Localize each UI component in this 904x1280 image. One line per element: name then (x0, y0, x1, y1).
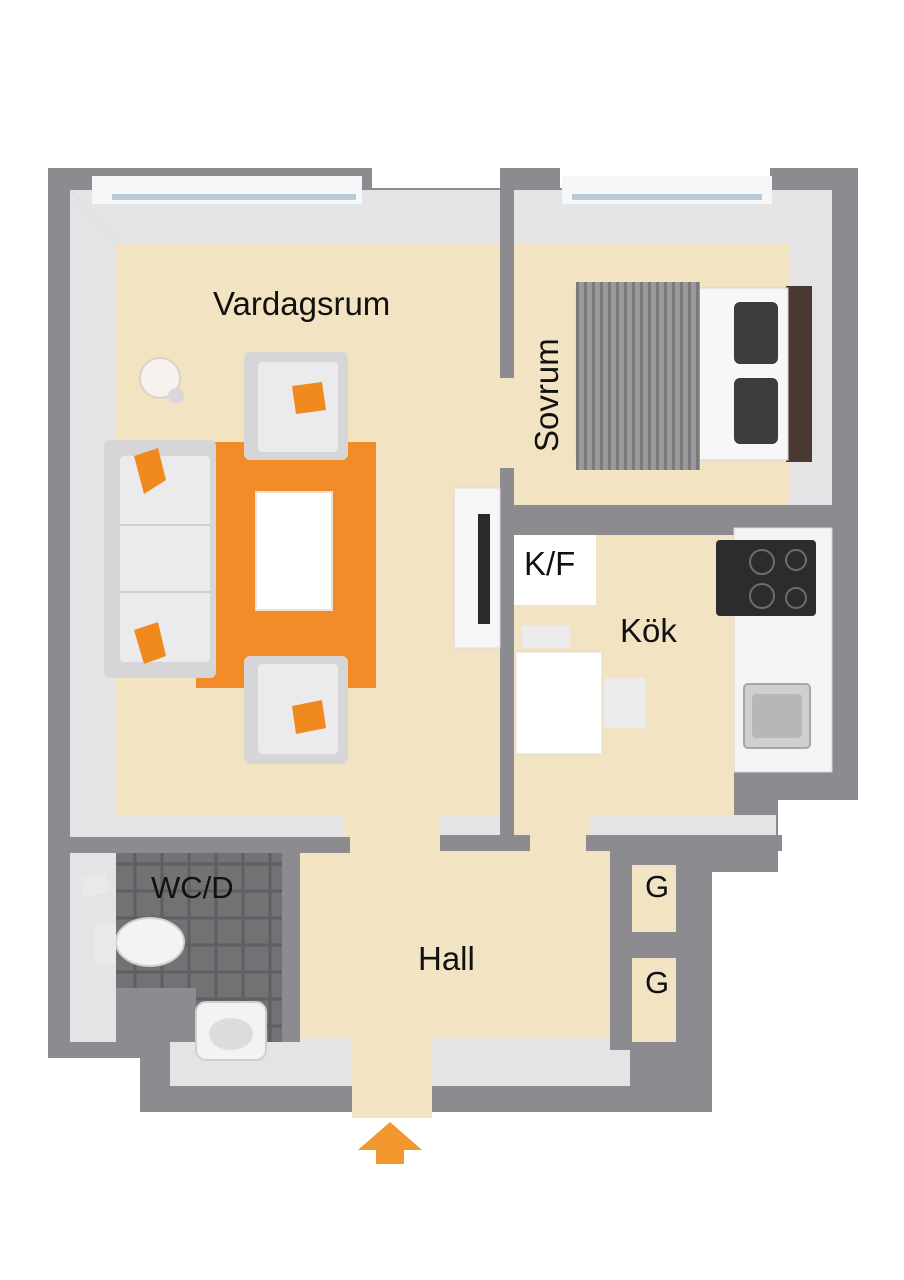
side-table (139, 357, 181, 399)
room-label-wcd: WC/D (151, 870, 234, 905)
chair (522, 626, 570, 648)
living-furniture (104, 352, 501, 764)
windows (92, 176, 772, 204)
g1-floor (632, 865, 676, 933)
duvet (576, 282, 700, 470)
tv (478, 514, 490, 624)
chair (604, 678, 646, 728)
pillow-icon (734, 302, 778, 364)
room-label-kf: K/F (524, 545, 576, 582)
entrance-floor (352, 1058, 432, 1118)
interior-walls (68, 188, 834, 1050)
pillow-icon (134, 622, 166, 664)
room-label-hall: Hall (418, 940, 475, 977)
stove (716, 540, 816, 616)
burner-icon (749, 549, 775, 575)
bedroom-furniture (575, 282, 812, 470)
bed-headboard (786, 286, 812, 462)
room-label-g1: G (645, 869, 670, 904)
pillow-icon (292, 382, 326, 414)
coffee-table (255, 491, 333, 611)
room-label-g2: G (645, 965, 670, 1000)
toilet (115, 917, 185, 967)
burner-icon (785, 549, 807, 571)
burner-icon (749, 583, 775, 609)
shower-icon (80, 872, 110, 898)
dining-table (515, 651, 603, 755)
pillow-icon (292, 700, 326, 734)
room-label-sovrum: Sovrum (528, 338, 565, 452)
pillow-icon (134, 448, 166, 494)
tv-stand (453, 487, 501, 649)
pillow-icon (734, 378, 778, 444)
g2-floor (632, 958, 676, 1042)
bathroom-fixtures (80, 872, 267, 1061)
hall-floor (300, 815, 630, 1065)
kitchen-furniture (515, 527, 833, 773)
room-label-vardagsrum: Vardagsrum (213, 285, 391, 322)
entrance-arrow-icon (358, 1122, 422, 1164)
room-label-kok: Kök (620, 612, 677, 649)
door-gaps (350, 378, 586, 855)
burner-icon (785, 587, 807, 609)
